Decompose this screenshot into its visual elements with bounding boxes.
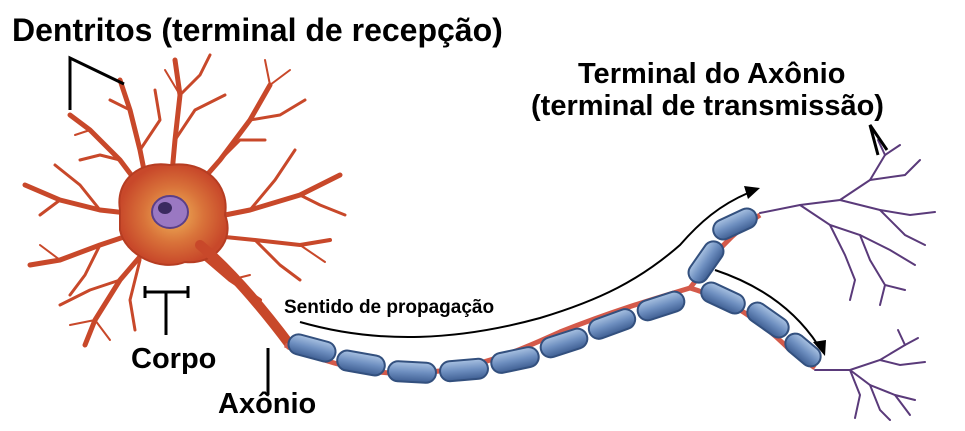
axon-terminal-label-line2: (terminal de transmissão) bbox=[531, 90, 884, 122]
axon-terminal-label-line1: Terminal do Axônio bbox=[578, 58, 846, 90]
dendrites-pointer bbox=[68, 55, 125, 110]
nucleolus bbox=[158, 202, 172, 214]
axon-terminal-upper bbox=[759, 139, 936, 306]
body-label: Corpo bbox=[131, 343, 217, 375]
propagation-arrow-lower bbox=[714, 269, 819, 346]
dendrites-label: Dentritos (terminal de recepção) bbox=[12, 12, 503, 48]
propagation-label: Sentido de propagação bbox=[284, 297, 495, 318]
pointer-lines bbox=[68, 55, 889, 395]
axon-terminal-pointer bbox=[868, 124, 889, 156]
propagation-arrows bbox=[299, 186, 826, 356]
axon-terminal-lower bbox=[814, 329, 926, 421]
myelin-sheath bbox=[287, 207, 822, 384]
axon-label: Axônio bbox=[218, 388, 317, 420]
propagation-arrow-upper bbox=[299, 192, 749, 339]
axon-initial-segment bbox=[195, 240, 295, 350]
cell-body bbox=[118, 163, 229, 266]
